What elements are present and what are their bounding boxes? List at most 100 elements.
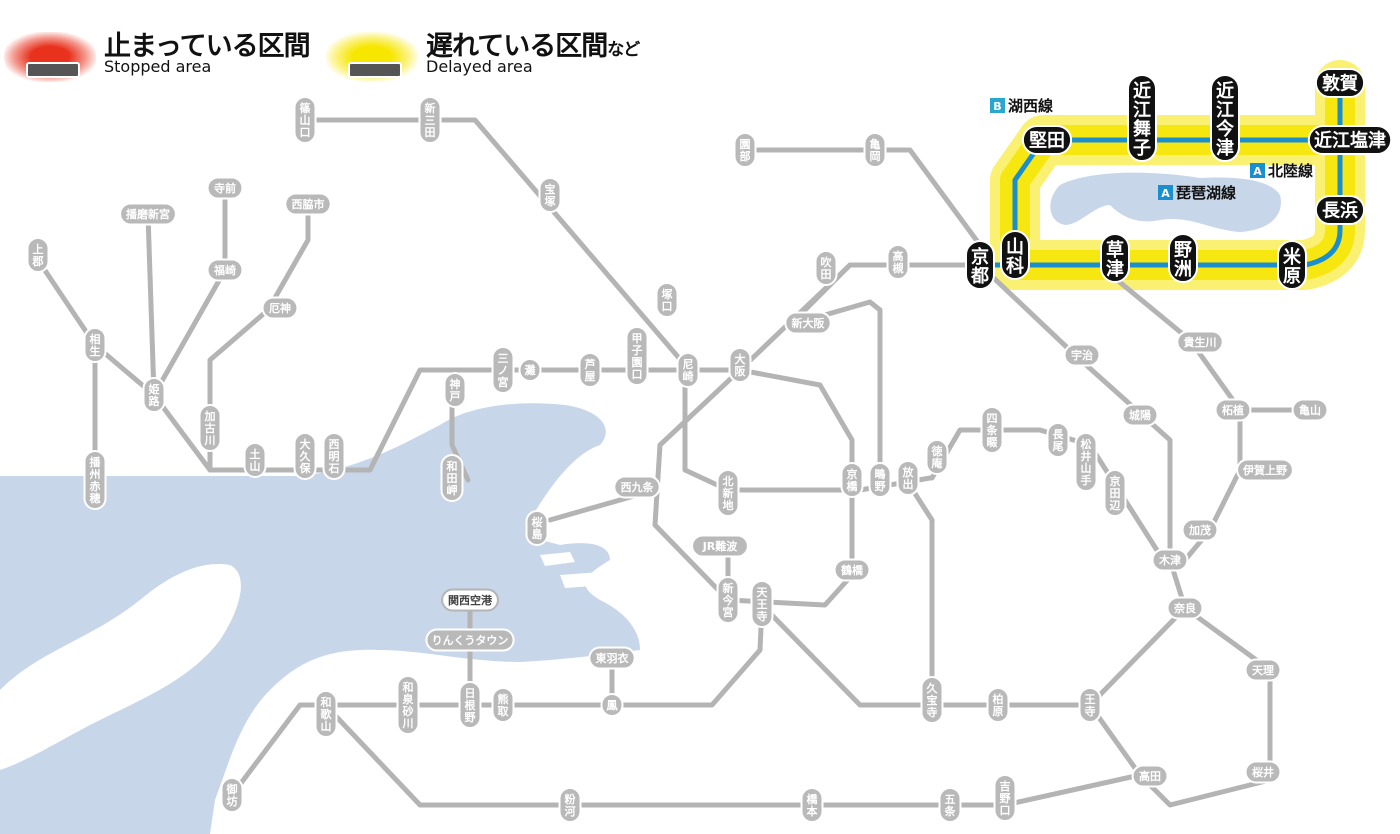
station-name-char: 明 [329,450,340,463]
station-kameoka[interactable]: 亀岡 [863,132,887,168]
station-tennoji[interactable]: 天王寺 [750,580,774,628]
station-sannomiya[interactable]: 三ノ宮 [491,346,515,394]
station-oji[interactable]: 王寺 [1078,687,1102,723]
station-tsuge[interactable]: 柘植 [1214,398,1252,422]
station-marker [1291,398,1329,422]
station-hashimoto[interactable]: 橋本 [800,787,824,823]
station-joyo[interactable]: 城陽 [1121,403,1159,427]
station-sonobe[interactable]: 園部 [733,132,757,168]
station-sakurajima[interactable]: 桜島 [525,510,549,546]
station-takarazuka[interactable]: 宝塚 [538,177,562,213]
station-nara[interactable]: 奈良 [1166,596,1204,620]
station-maibara[interactable]: 米原 [1277,240,1307,290]
station-hanaten[interactable]: 放出 [896,460,920,496]
station-tsukaguchi[interactable]: 塚口 [655,282,679,318]
station-hinenoe[interactable]: 日根野 [458,681,482,729]
station-name: 柘植 [1221,403,1244,417]
station-marker [1277,240,1307,290]
station-marker [1074,432,1098,492]
station-teramae[interactable]: 寺前 [206,176,244,200]
station-kakogawa[interactable]: 加古川 [198,404,222,452]
station-tokuan[interactable]: 徳庵 [925,439,949,475]
station-wakayama[interactable]: 和歌山 [314,690,338,738]
station-yakujin[interactable]: 厄神 [261,296,299,320]
station-kamo[interactable]: 加茂 [1181,518,1219,542]
station-kamigori[interactable]: 上郡 [26,237,50,273]
station-nishiakashi[interactable]: 西明石 [322,432,346,480]
station-name-char: 寺 [927,705,938,719]
station-kashiwara[interactable]: 柏原 [986,687,1010,723]
station-otori[interactable]: 鳳 [600,693,624,717]
station-omishiotsu[interactable]: 近江塩津 [1307,125,1393,155]
station-kyoto[interactable]: 京都 [965,240,995,290]
station-uji[interactable]: 宇治 [1063,343,1101,367]
station-yasu[interactable]: 野洲 [1168,233,1198,283]
station-marker [1000,230,1030,280]
station-jrnamba[interactable]: JR難波 [691,534,749,558]
station-name-char: 桜 [532,515,543,529]
station-kansaiairport[interactable]: 関西空港 [441,588,499,612]
station-shigino[interactable]: 鴫野 [868,462,892,498]
station-suita[interactable]: 吹田 [814,250,838,286]
station-osaka[interactable]: 大阪 [728,347,752,383]
station-shinsanda[interactable]: 新三田 [418,96,442,144]
station-himeji[interactable]: 姫路 [142,377,166,413]
station-shinosaka[interactable]: 新大阪 [784,311,832,335]
station-sasayamaguchi[interactable]: 篠山口 [293,96,317,144]
station-name-char: 四 [987,412,998,425]
station-tenri[interactable]: 天理 [1244,658,1282,682]
station-name-char: 吉 [1000,779,1011,793]
station-katata[interactable]: 堅田 [1021,125,1073,155]
station-okubo[interactable]: 大久保 [293,432,317,480]
station-nishiwakishi[interactable]: 西脇市 [284,192,332,216]
station-yoshinoguchi[interactable]: 吉野口 [993,774,1017,822]
station-kusatsu[interactable]: 草津 [1100,233,1130,283]
station-marker [965,240,995,290]
station-kyuhoji[interactable]: 久宝寺 [920,676,944,724]
station-tsurumibashi[interactable]: 鶴橋 [833,558,871,582]
station-kyotanabe[interactable]: 京田辺 [1103,469,1127,517]
station-igaueno[interactable]: 伊賀上野 [1236,458,1294,482]
station-name-char: 鴫 [875,467,886,481]
station-marker [284,192,332,216]
station-takatsuki[interactable]: 高槻 [886,244,910,280]
station-aioi[interactable]: 相生 [83,327,107,363]
station-gobo[interactable]: 御坊 [220,777,244,813]
station-kitashinchi[interactable]: 北新地 [716,469,740,517]
station-nishikujo[interactable]: 西九条 [613,475,661,499]
station-shijonawate[interactable]: 四条畷 [980,406,1004,454]
station-ashiya[interactable]: 芦屋 [578,352,602,388]
station-nagahama[interactable]: 長浜 [1314,195,1366,225]
station-kibukawa[interactable]: 貴生川 [1176,330,1224,354]
station-rinkutown[interactable]: りんくうタウン [425,628,515,652]
station-kobe[interactable]: 神戸 [443,372,467,408]
station-higashihagoromo[interactable]: 東羽衣 [588,646,636,670]
station-tsuruga[interactable]: 敦賀 [1314,68,1366,98]
station-amagasaki[interactable]: 尼崎 [676,352,700,388]
station-marker [993,774,1017,822]
station-harimashinguu[interactable]: 播磨新宮 [119,202,177,226]
station-kyobashi[interactable]: 京橋 [840,462,864,498]
station-wadamisaki[interactable]: 和田岬 [440,454,464,502]
station-kameyama[interactable]: 亀山 [1291,398,1329,422]
kosei-badge [990,98,1005,113]
station-gojo[interactable]: 五条 [938,787,962,823]
station-kumatori[interactable]: 熊取 [491,687,515,723]
station-fukusaki[interactable]: 福崎 [206,258,244,282]
station-nagao[interactable]: 長尾 [1046,422,1070,458]
station-kokawa[interactable]: 粉河 [558,787,582,823]
station-name-char: 園 [740,138,751,151]
station-nada[interactable]: 灘 [518,358,542,382]
station-shinimamiya[interactable]: 新今宮 [716,576,740,624]
station-yamashina[interactable]: 山科 [1000,230,1030,280]
station-kizu[interactable]: 木津 [1151,548,1189,572]
station-tsuchiyama[interactable]: 土山 [243,442,267,478]
station-sakurai[interactable]: 桜井 [1244,760,1282,784]
station-takada[interactable]: 高田 [1131,764,1169,788]
